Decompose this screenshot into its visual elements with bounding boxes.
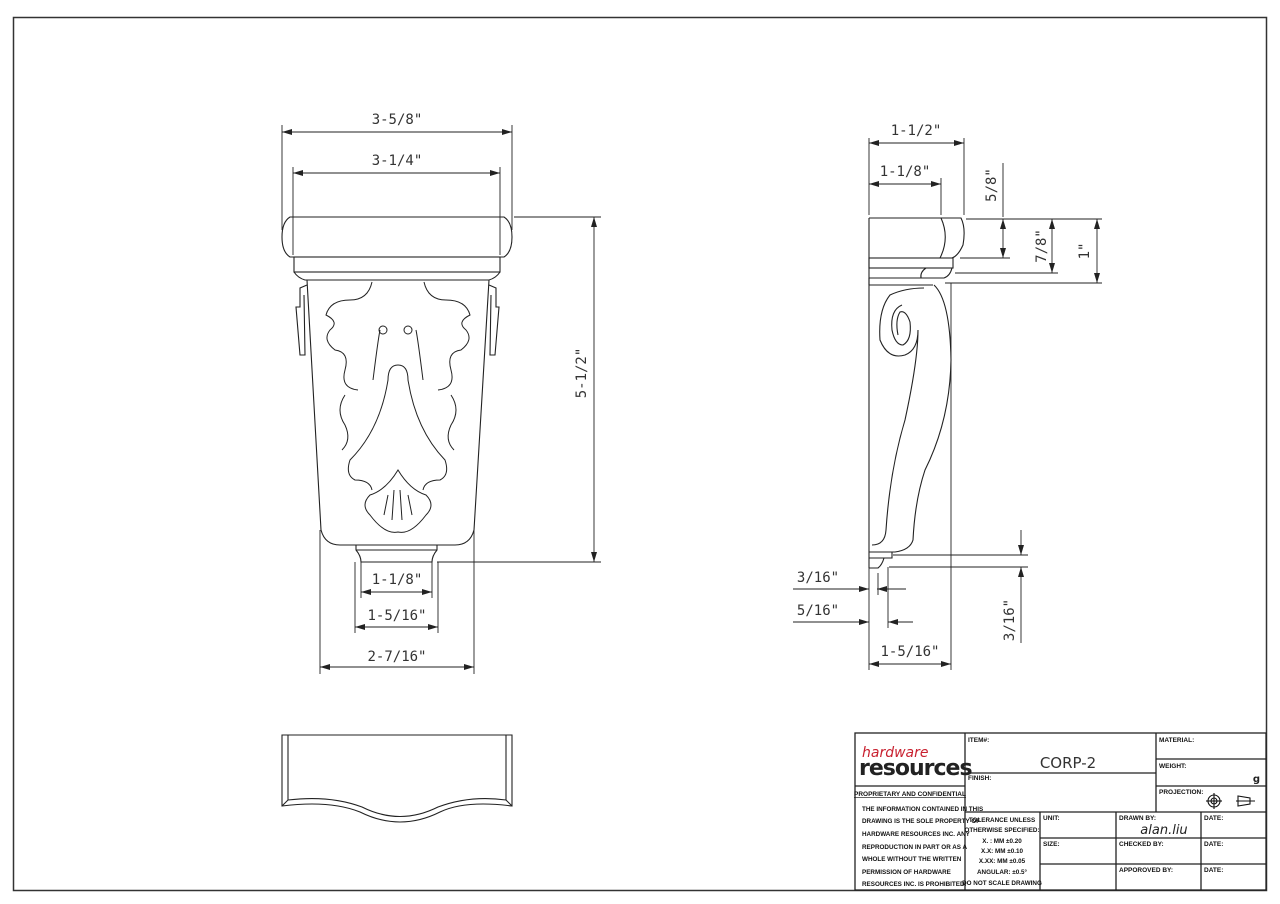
- tolerance-line: DO NOT SCALE DRAWING: [962, 880, 1042, 887]
- tolerance-line: ANGULAR: ±0.5°: [977, 868, 1028, 876]
- tolerance-line: OTHERWISE SPECIFIED:: [964, 827, 1039, 834]
- tolerance-line: X.X: MM ±0.10: [981, 848, 1023, 855]
- dim-side-cap-height: 5/8": [984, 168, 1000, 202]
- dim-overall-height: 5-1/2": [574, 348, 590, 399]
- tolerance-line: X. : MM ±0.20: [982, 838, 1022, 845]
- top-view: [281, 734, 513, 823]
- dim-side-bottom-depth: 1-5/16": [880, 644, 939, 660]
- weight-unit: g: [1253, 774, 1260, 785]
- dim-side-overall-depth: 1-1/2": [891, 123, 942, 139]
- tolerance-line: TOLERANCE UNLESS: [969, 817, 1035, 824]
- projection-label: PROJECTION:: [1159, 789, 1203, 796]
- front-dimensions: [281, 125, 601, 674]
- dim-side-foot-step-small: 3/16": [797, 570, 839, 586]
- side-view: [868, 217, 965, 569]
- front-cap-band: [293, 256, 501, 273]
- dim-foot-outer: 1-5/16": [367, 608, 426, 624]
- dim-foot-inner: 1-1/8": [372, 572, 423, 588]
- finish-label: FINISH:: [968, 775, 991, 782]
- proprietary-line: REPRODUCTION IN PART OR AS A: [862, 844, 968, 851]
- front-cap: [281, 216, 513, 258]
- dim-side-foot-step-large: 5/16": [797, 603, 839, 619]
- proprietary-heading: PROPRIETARY AND CONFIDENTIAL: [854, 791, 966, 798]
- material-label: MATERIAL:: [1159, 737, 1194, 744]
- proprietary-line: HARDWARE RESOURCES INC. ANY: [862, 831, 971, 838]
- acanthus-leaf-carving: [325, 281, 471, 533]
- checked-by-label: CHECKED BY:: [1119, 841, 1164, 848]
- side-cap: [869, 217, 965, 259]
- dim-cap-width: 3-1/4": [372, 153, 423, 169]
- dim-side-cap-molding: 7/8": [1034, 229, 1050, 263]
- drawn-by-signature: alan.liu: [1140, 823, 1187, 838]
- item-number: CORP-2: [1040, 754, 1096, 772]
- tolerance-line: X.XX: MM ±0.05: [979, 858, 1026, 865]
- proprietary-line: THE INFORMATION CONTAINED IN THIS: [862, 806, 983, 813]
- proprietary-line: PERMISSION OF HARDWARE: [862, 869, 951, 876]
- front-body: [306, 279, 490, 546]
- sheet-border: [12, 16, 1268, 892]
- side-dimensions: [793, 138, 1102, 670]
- projection-target-icon: [1206, 793, 1222, 809]
- dim-side-foot-height: 3/16": [1002, 599, 1018, 641]
- proprietary-line: WHOLE WITHOUT THE WRITTEN: [862, 856, 962, 863]
- proprietary-line: RESOURCES INC. IS PROHIBITED.: [862, 881, 967, 888]
- side-scroll: [869, 284, 952, 553]
- size-label: SIZE:: [1043, 841, 1060, 848]
- front-view: [281, 216, 513, 563]
- weight-label: WEIGHT:: [1159, 763, 1186, 770]
- drawn-by-label: DRAWN BY:: [1119, 815, 1156, 822]
- item-label: ITEM#:: [968, 737, 989, 744]
- front-foot: [355, 544, 438, 563]
- dim-side-cap-depth: 1-1/8": [880, 164, 931, 180]
- unit-label: UNIT:: [1043, 815, 1060, 822]
- dim-body-bottom-width: 2-7/16": [367, 649, 426, 665]
- date-label-drawn: DATE:: [1204, 815, 1223, 822]
- dim-overall-top-width: 3-5/8": [372, 112, 423, 128]
- brand-logo-top: hardware: [862, 745, 929, 761]
- date-label-checked: DATE:: [1204, 841, 1223, 848]
- brand-logo-bottom: resources: [859, 756, 972, 781]
- proprietary-line: DRAWING IS THE SOLE PROPERTY OF: [862, 818, 980, 825]
- dim-side-top-section: 1": [1077, 243, 1093, 260]
- projection-cone-icon: [1236, 795, 1255, 807]
- date-label-approved: DATE:: [1204, 867, 1223, 874]
- title-block: [854, 732, 1267, 891]
- approved-by-label: APPOROVED BY:: [1119, 867, 1173, 874]
